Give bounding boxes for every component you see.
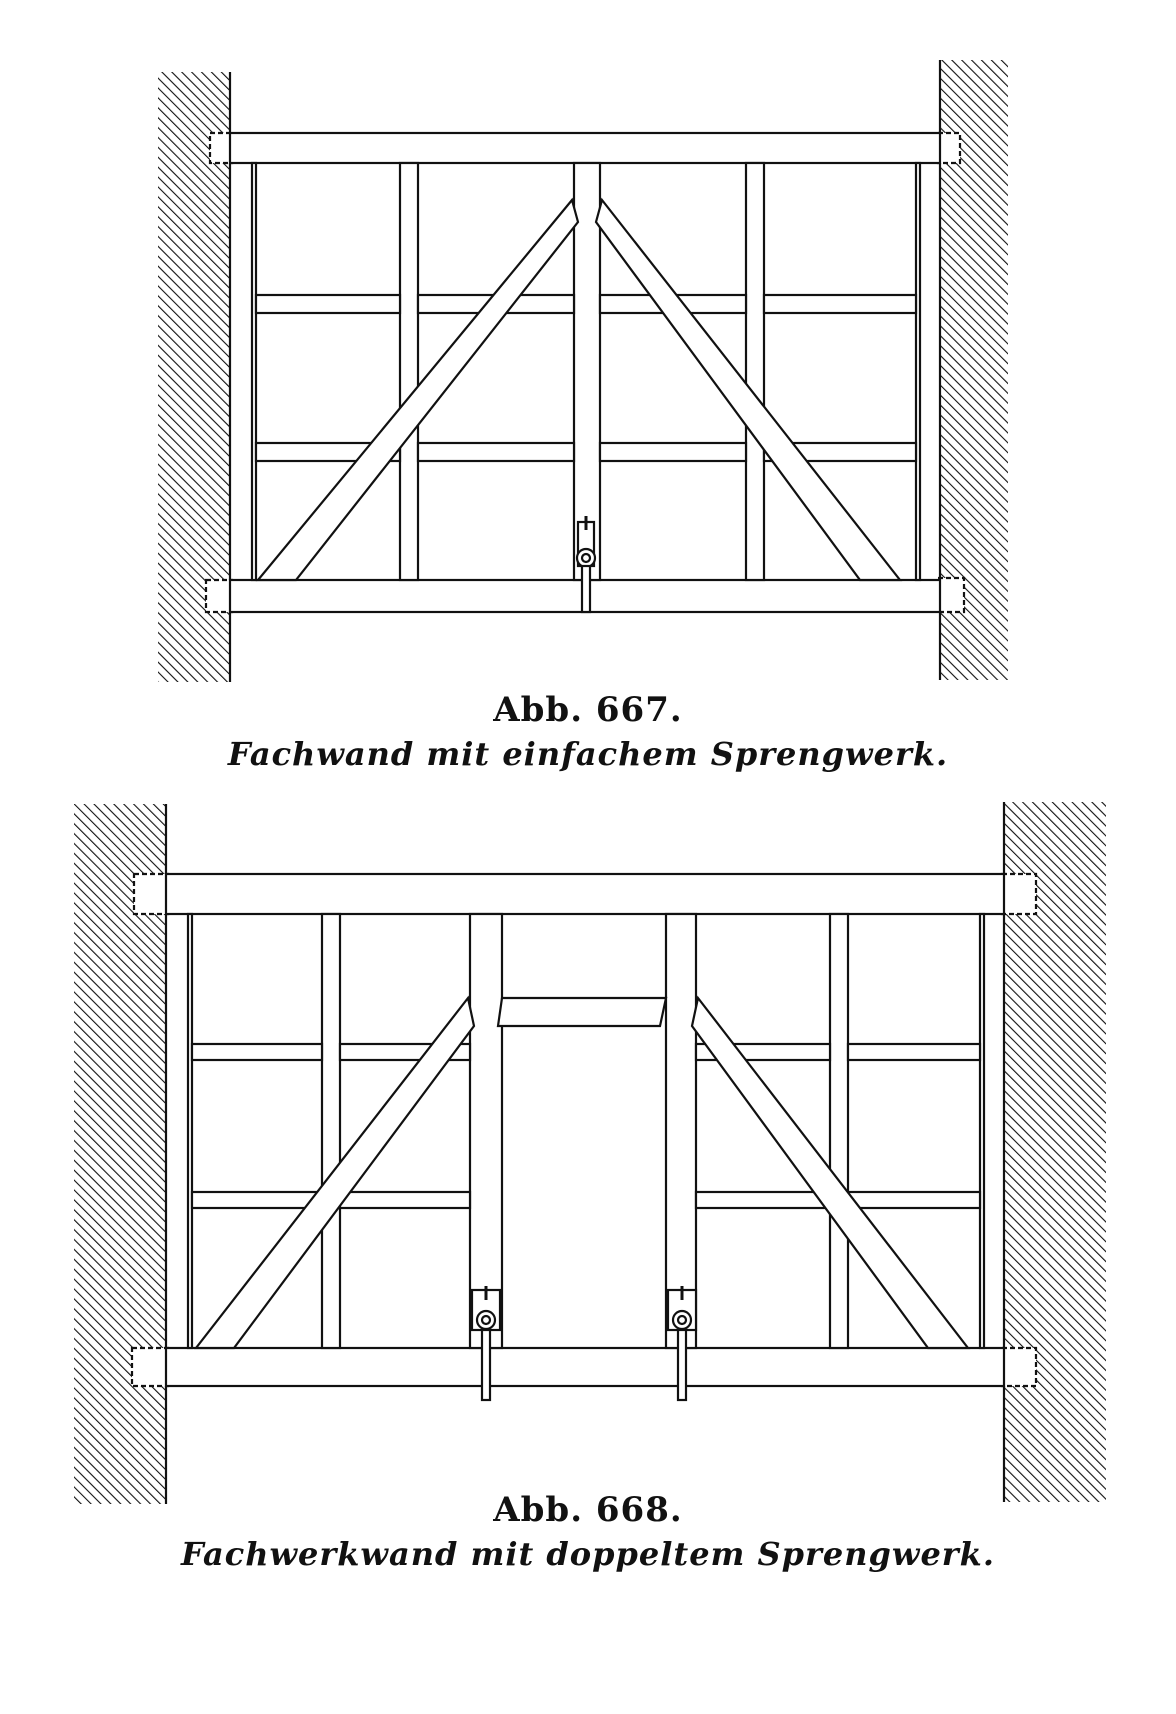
drawing-double-strut-frame [74, 802, 1106, 1504]
beam-pocket-bottom-left [204, 578, 234, 614]
post-left [250, 161, 258, 582]
strut-right [690, 995, 971, 1350]
left-wall [74, 804, 166, 1504]
figure-number-668: Abb. 668. [493, 1490, 683, 1530]
post-inner-right [664, 912, 698, 1350]
rails [190, 1042, 982, 1210]
hanger-bolt-right [666, 1286, 698, 1402]
figure-number-667: Abb. 667. [493, 690, 683, 730]
top-plate [164, 872, 1006, 916]
hanger-bolt-left [470, 1286, 502, 1402]
figure-667: Abb. 667. Fachwand mit einfachem Sprengw… [0, 0, 1176, 780]
figure-caption-667: Fachwand mit einfachem Sprengwerk. [227, 735, 949, 773]
post-5 [828, 912, 850, 1350]
post-right [914, 161, 922, 582]
figure-caption-668: Fachwerkwand mit doppeltem Sprengwerk. [181, 1535, 995, 1573]
strut-left [255, 197, 580, 582]
top-plate [228, 131, 942, 165]
beam-pocket-top-right [936, 131, 962, 165]
beam-pocket-bottom-right [1000, 1346, 1038, 1388]
figure-668: Abb. 668. Fachwerkwand mit doppeltem Spr… [0, 790, 1176, 1690]
strut-right [594, 197, 903, 582]
hanger-bolt [575, 516, 597, 614]
post-inner-left [468, 912, 504, 1350]
beam-pocket-bottom-right [936, 576, 966, 614]
post-left [186, 912, 194, 1350]
beam-pocket-top-right [1000, 872, 1038, 916]
beam-pocket-bottom-left [130, 1346, 170, 1388]
bottom-sill [164, 1346, 1006, 1388]
post-2 [320, 912, 342, 1350]
post-4 [744, 161, 766, 582]
beam-pocket-top-left [132, 872, 170, 916]
straining-beam [496, 996, 668, 1028]
strut-left [193, 995, 476, 1350]
beam-pocket-top-left [208, 131, 234, 165]
post-right [978, 912, 986, 1350]
post-2 [398, 161, 420, 582]
drawing-single-strut-frame [158, 60, 1008, 682]
